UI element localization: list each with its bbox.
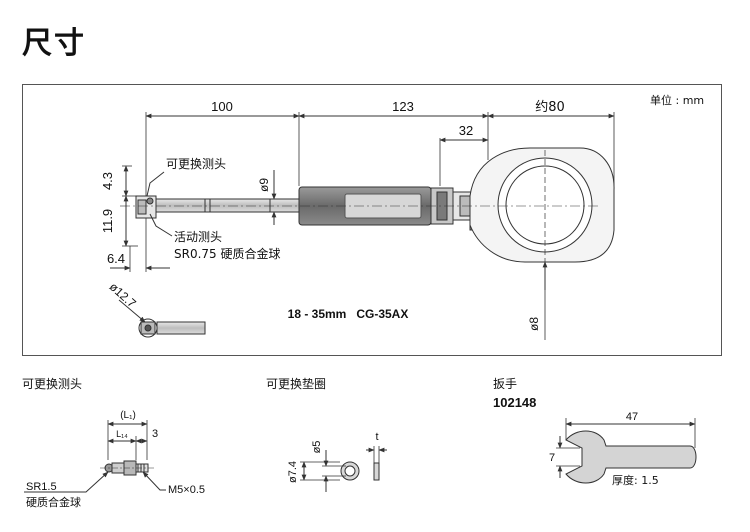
wrench-part-number: 102148: [493, 395, 536, 410]
dim-phi-8: ø8: [527, 317, 541, 331]
dim-11-9: 11.9: [100, 209, 115, 233]
label-carbide-ball: SR0.75 硬质合金球: [174, 246, 281, 261]
dim-about-80: 约80: [535, 100, 565, 115]
main-drawing-frame: [22, 84, 722, 356]
dim-32: 32: [459, 123, 473, 138]
bore-gauge-drawing: [110, 112, 615, 340]
ball-label: 硬质合金球: [26, 495, 81, 509]
dim-phi-12-7: ø12.7: [107, 280, 139, 311]
head-title: 可更换测头: [22, 377, 82, 391]
dim-t: t: [375, 431, 378, 443]
dim-phi-5: ø5: [311, 441, 323, 454]
dim-4-3: 4.3: [100, 172, 115, 190]
unit-label: 单位 : mm: [650, 93, 704, 107]
dim-3: 3: [152, 428, 158, 440]
sr-label: SR1.5: [26, 481, 57, 493]
thickness-label: 厚度: 1.5: [612, 473, 659, 487]
replaceable-head-drawing: [24, 420, 166, 493]
dim-phi-7-4: ø7.4: [287, 461, 299, 483]
model-text: 18 - 35mm CG-35AX: [288, 307, 409, 321]
page-title: 尺寸: [22, 26, 86, 61]
label-active-head: 活动测头: [174, 230, 222, 244]
dim-123: 123: [392, 99, 414, 114]
thread-label: M5×0.5: [168, 484, 205, 496]
dim-6-4: 6.4: [107, 251, 125, 266]
wrench-title: 扳手: [493, 377, 517, 391]
wrench-drawing: [556, 418, 697, 484]
dim-7: 7: [549, 452, 555, 464]
dim-l14: L₁₄: [116, 429, 128, 439]
washer-title: 可更换垫圈: [266, 376, 326, 391]
dim-phi-9: ø9: [257, 178, 271, 192]
label-replaceable-head: 可更换测头: [166, 157, 226, 171]
washer-drawing: [300, 446, 387, 492]
dim-47: 47: [626, 411, 638, 423]
dim-100: 100: [211, 99, 233, 114]
dim-l1: (L₁): [120, 410, 136, 421]
